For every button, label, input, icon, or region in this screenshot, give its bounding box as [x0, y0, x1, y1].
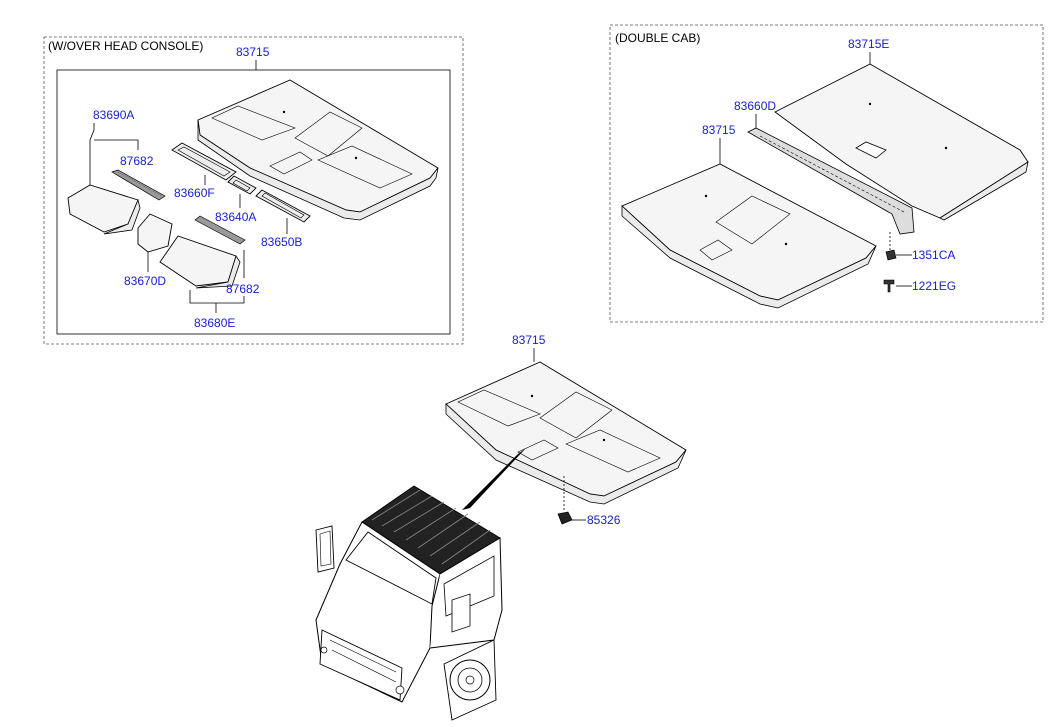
console-housing-83680e — [159, 235, 241, 289]
part-number-83660f[interactable]: 83660F — [174, 186, 215, 200]
screw-1221eg-icon — [883, 279, 895, 293]
headliner-83715-standard — [445, 361, 687, 505]
lamp-ring-83650b — [255, 189, 311, 223]
double-cab-label: (DOUBLE CAB) — [615, 31, 700, 45]
clip-85326-icon — [557, 511, 573, 525]
part-number-83715-double-cab[interactable]: 83715 — [702, 123, 736, 137]
console-block-83670d — [137, 213, 173, 253]
part-number-83680e[interactable]: 83680E — [194, 316, 235, 330]
part-number-87682-upper[interactable]: 87682 — [120, 154, 154, 168]
overhead-console-label: (W/OVER HEAD CONSOLE) — [48, 39, 203, 53]
grille-87682-lower — [194, 215, 246, 245]
part-number-83715e[interactable]: 83715E — [848, 37, 889, 51]
pointer-wedge — [462, 448, 526, 510]
headliner-83715e — [774, 63, 1029, 221]
part-number-83650b[interactable]: 83650B — [261, 235, 302, 249]
part-number-87682-lower[interactable]: 87682 — [226, 282, 260, 296]
lamp-ring-83640a — [227, 175, 257, 195]
clip-1351ca-icon — [885, 249, 897, 261]
overhead-console-inner-box — [56, 69, 451, 335]
overhead-console-group-box — [43, 36, 464, 345]
truck-cab-illustration — [315, 485, 503, 721]
part-number-1351ca[interactable]: 1351CA — [912, 248, 955, 262]
part-number-83670d[interactable]: 83670D — [124, 274, 166, 288]
part-number-83690a[interactable]: 83690A — [93, 108, 134, 122]
double-cab-group-box — [609, 24, 1044, 323]
part-number-83640a[interactable]: 83640A — [215, 210, 256, 224]
headliner-83715-overhead — [197, 79, 439, 221]
headliner-83715-double-cab — [621, 163, 877, 309]
lamp-ring-83660f — [171, 142, 237, 181]
part-number-1221eg[interactable]: 1221EG — [912, 279, 956, 293]
part-number-83715-overhead[interactable]: 83715 — [236, 45, 270, 59]
part-number-83715-standard[interactable]: 83715 — [512, 333, 546, 347]
console-housing-83690a — [67, 184, 141, 235]
grille-87682-upper — [111, 169, 166, 201]
part-number-83660d[interactable]: 83660D — [734, 99, 776, 113]
part-number-85326[interactable]: 85326 — [587, 513, 621, 527]
